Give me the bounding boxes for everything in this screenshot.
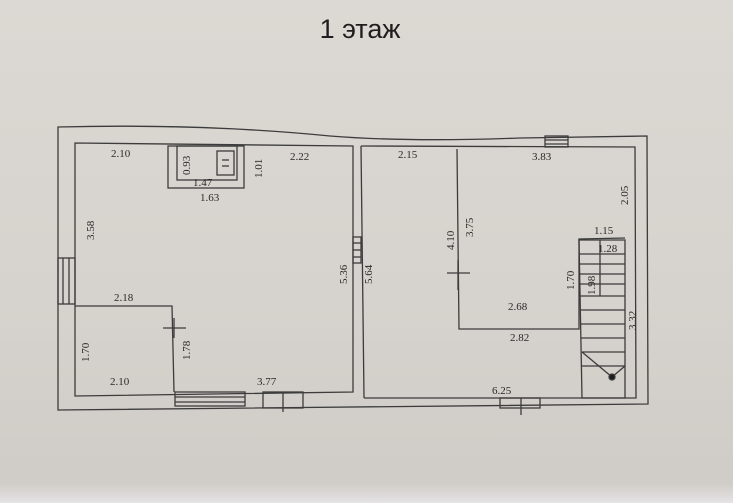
door-right-room: [447, 260, 470, 290]
dim-2-10-bottom: 2.10: [110, 376, 130, 388]
partition-center: [360, 145, 365, 399]
door-center: [352, 236, 362, 264]
dim-1-01: 1.01: [253, 159, 265, 178]
page-title: 1 этаж: [319, 14, 401, 44]
right-hall-wall: [360, 145, 637, 399]
left-room-wall: [75, 305, 175, 393]
dim-3-32: 3.32: [627, 311, 639, 330]
dim-2-15: 2.15: [398, 149, 418, 161]
staircase: [578, 239, 626, 399]
dim-2-05: 2.05: [619, 185, 631, 205]
dim-1-63: 1.63: [200, 192, 220, 204]
right-room-wall: [456, 148, 626, 330]
dim-4-10: 4.10: [445, 230, 457, 250]
dim-1-28: 1.28: [598, 243, 618, 255]
dim-1-70-left: 1.70: [80, 342, 92, 362]
inner-wall: [74, 142, 354, 397]
dim-6-25: 6.25: [492, 385, 512, 397]
window-top-right: [544, 135, 569, 148]
dim-3-77: 3.77: [257, 376, 277, 388]
dim-2-18: 2.18: [114, 292, 134, 304]
dim-1-47: 1.47: [193, 177, 213, 189]
outer-wall: [57, 125, 649, 411]
dim-5-36: 5.36: [338, 264, 350, 284]
chimney-inner: [176, 145, 238, 181]
dim-0-93: 0.93: [181, 155, 193, 175]
dim-1-98: 1.98: [586, 275, 598, 295]
door-bottom-right: [499, 397, 541, 415]
page-bottom-band: [0, 483, 733, 503]
stair-dot-icon: [608, 373, 616, 381]
dim-3-58: 3.58: [85, 220, 97, 240]
dim-2-22: 2.22: [290, 151, 309, 163]
dim-1-78: 1.78: [181, 340, 193, 360]
dim-3-75: 3.75: [464, 217, 476, 237]
dim-5-64: 5.64: [363, 264, 375, 284]
chimney-square: [216, 150, 235, 176]
dim-2-10-top: 2.10: [111, 148, 131, 160]
door-left-room: [163, 318, 186, 338]
dim-1-15: 1.15: [594, 225, 614, 237]
window-left: [57, 257, 76, 305]
dim-3-83: 3.83: [532, 151, 552, 163]
door-bottom-left: [262, 391, 304, 412]
dimension-labels: 2.10 0.93 1.47 1.63 1.01 2.22 3.58 2.18 …: [80, 148, 639, 397]
dim-2-68: 2.68: [508, 301, 528, 313]
dim-2-82: 2.82: [510, 332, 529, 344]
window-bottom: [174, 391, 246, 407]
dim-1-70-right: 1.70: [565, 270, 577, 290]
stair-steps: [579, 240, 626, 378]
